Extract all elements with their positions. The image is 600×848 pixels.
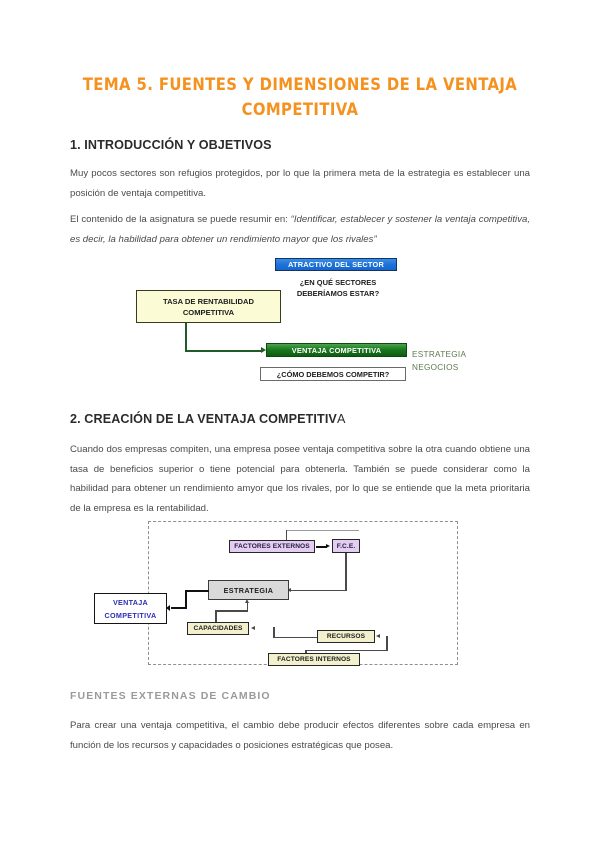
diagram2-top-line [287,530,359,532]
diagram1-box-tasa-rentabilidad: TASA DE RENTABILIDAD COMPETITIVA [136,290,281,323]
diagram2-box-factores-internos: FACTORES INTERNOS [268,653,360,666]
heading-fuentes-externas: FUENTES EXTERNAS DE CAMBIO [70,690,271,702]
diagram2-arrow-into-estrategia-bottom [244,598,249,603]
diagram2-connector-fce-vertical [345,553,347,591]
diagram2-connector-cap-horizontal [215,610,248,612]
diagram1-connector-horizontal [185,349,263,352]
diagram1-box-atractivo-sector: ATRACTIVO DEL SECTOR [275,258,397,271]
paragraph-intro-2-quote: “Identificar, establecer y sostener la v… [70,214,530,245]
paragraph-intro-1: Muy pocos sectores son refugios protegid… [70,168,530,199]
diagram1-label-estrategia-negocios: ESTRATEGIA NEGOCIOS [412,350,467,372]
diagram-ventaja-competitiva: ATRACTIVO DEL SECTOR ¿EN QUÉ SECTORES DE… [70,255,530,395]
page-title: TEMA 5. FUENTES Y DIMENSIONES DE LA VENT… [82,75,518,119]
diagram2-connector-fi-right-vert [386,636,388,651]
diagram2-connector-rec-horizontal [273,636,318,639]
diagram2-arrow-into-estrategia-right [287,587,291,592]
diagram2-connector-est-down [185,589,187,609]
diagram2-connector-cap-up [246,602,249,611]
diagram1-arrowhead [261,347,266,353]
diagram2-box-ventaja-competitiva: VENTAJA COMPETITIVA [94,593,167,624]
diagram2-arrow-fe-fce [326,543,330,548]
diagram2-box-recursos: RECURSOS [317,630,375,643]
diagram2-connector-est-to-vc [171,606,187,609]
paragraph-fuentes-externas-1: Para crear una ventaja competitiva, el c… [70,720,530,751]
diagram2-connector-rec-vertical [273,627,275,638]
diagram2-connector-fce-horizontal [291,589,346,592]
paragraph-creacion-1: Cuando dos empresas compiten, una empres… [70,444,530,514]
diagram-fuentes-ventaja: FACTORES EXTERNOS F.C.E. ESTRATEGIA VENT… [94,521,458,666]
diagram2-box-fce: F.C.E. [332,539,360,553]
paragraph-intro-2-lead: El contenido de la asignatura se puede r… [70,214,291,225]
diagram2-connector-fi-left-vert [305,649,307,656]
paragraph-intro-2: El contenido de la asignatura se puede r… [70,210,530,249]
diagram2-arrow-capacidades-right [251,626,255,630]
diagram2-connector-est-left [185,589,209,592]
diagram2-connector-fi-horizontal [305,649,387,652]
diagram2-connector-fe-fce [316,546,327,548]
diagram2-arrow-into-ventaja [166,604,170,611]
diagram2-arrow-recursos [376,634,380,638]
diagram1-question-sectores: ¿EN QUÉ SECTORES DEBERÍAMOS ESTAR? [296,278,380,298]
diagram1-box-como-competir: ¿CÓMO DEBEMOS COMPETIR? [260,367,406,381]
heading-creacion-ventaja: 2. CREACIÓN DE LA VENTAJA COMPETITIVA [70,412,346,426]
diagram1-box-ventaja-competitiva: VENTAJA COMPETITIVA [266,343,407,357]
diagram2-top-stub [286,530,288,541]
diagram2-box-factores-externos: FACTORES EXTERNOS [229,540,315,553]
diagram2-connector-cap-vertical [215,610,217,623]
diagram1-connector-vertical [185,323,188,352]
diagram2-box-estrategia: ESTRATEGIA [208,580,289,600]
diagram2-box-capacidades: CAPACIDADES [187,622,249,635]
heading-introduccion-objetivos: 1. INTRODUCCIÓN Y OBJETIVOS [70,138,272,152]
